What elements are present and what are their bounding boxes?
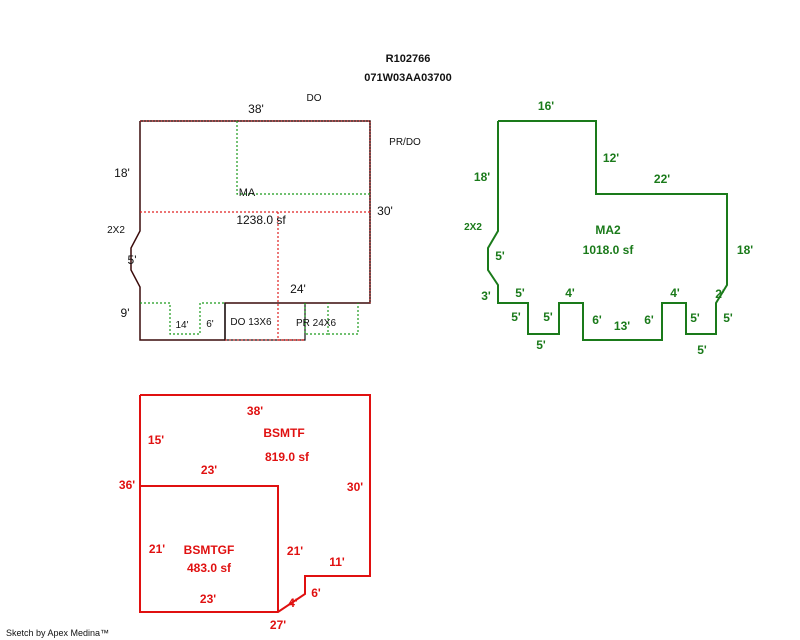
bsmt-label-21a: 21' bbox=[149, 542, 165, 556]
bsmt-sketch: 38' 15' BSMTF 819.0 sf 23' 36' 30' 21' B… bbox=[119, 394, 371, 632]
ma-pr-green-2 bbox=[328, 303, 359, 335]
ma2-sketch: 16' 12' 22' 18' 18' 2X2 5' 3' MA2 1018.0… bbox=[464, 99, 753, 357]
ma2-label-b5g: 5' bbox=[697, 343, 707, 357]
ma2-label-12: 12' bbox=[603, 151, 619, 165]
ma-label-6: 6' bbox=[206, 319, 214, 330]
ma-green-dotted-upper bbox=[236, 121, 370, 195]
ma2-label-right18: 18' bbox=[737, 243, 753, 257]
ma-name: MA bbox=[239, 187, 256, 199]
ma2-label-b5e: 5' bbox=[690, 311, 700, 325]
bsmt-label-11: 11' bbox=[329, 555, 345, 569]
bsmtgf-name: BSMTGF bbox=[184, 543, 235, 557]
ma2-label-b6b: 6' bbox=[644, 313, 654, 327]
ma-label-right30: 30' bbox=[377, 204, 393, 218]
ma2-label-3: 3' bbox=[481, 289, 491, 303]
ma2-label-b5f: 5' bbox=[723, 311, 733, 325]
ma2-label-left18: 18' bbox=[474, 170, 490, 184]
ma-outline-dotted bbox=[140, 120, 371, 303]
ma-outline bbox=[130, 120, 371, 341]
bsmt-label-15: 15' bbox=[148, 433, 164, 447]
ma2-label-b4b: 4' bbox=[670, 286, 680, 300]
ma-label-left18: 18' bbox=[114, 166, 130, 180]
ma2-label-5l: 5' bbox=[495, 249, 505, 263]
ma-pr-green bbox=[304, 303, 329, 335]
bsmtf-name: BSMTF bbox=[263, 426, 304, 440]
bsmt-label-top38: 38' bbox=[247, 404, 263, 418]
bsmtgf-outline bbox=[140, 485, 279, 612]
ma-label-nine: 9' bbox=[121, 306, 130, 320]
ma-area: 1238.0 sf bbox=[236, 213, 286, 227]
ma-label-bay: 2X2 bbox=[107, 225, 125, 236]
ma2-label-b5a: 5' bbox=[515, 286, 525, 300]
ma-label-pr-dims: PR 24X6 bbox=[296, 318, 336, 329]
ma2-label-b5c: 5' bbox=[543, 310, 553, 324]
ma2-label-bay: 2X2 bbox=[464, 222, 482, 233]
ma-sketch: 38' DO PR/DO 18' 30' 2X2 5' 9' MA 1238.0… bbox=[107, 93, 421, 341]
bsmt-label-30: 30' bbox=[347, 480, 363, 494]
ma2-label-b4a: 4' bbox=[565, 286, 575, 300]
ma2-label-b5d: 5' bbox=[536, 338, 546, 352]
bsmtf-outline bbox=[139, 394, 371, 613]
ma2-area: 1018.0 sf bbox=[583, 243, 635, 257]
bsmt-label-21b: 21' bbox=[287, 544, 303, 558]
bsmt-label-4: 4' bbox=[288, 596, 298, 610]
ma2-name: MA2 bbox=[595, 223, 621, 237]
ma-label-do-top: DO bbox=[307, 93, 322, 104]
ma-label-24: 24' bbox=[290, 282, 306, 296]
bsmt-label-36: 36' bbox=[119, 478, 135, 492]
ma2-label-22: 22' bbox=[654, 172, 670, 186]
bsmt-label-23b: 23' bbox=[200, 592, 216, 606]
ma-label-14: 14' bbox=[175, 320, 188, 331]
ma2-label-b6a: 6' bbox=[592, 313, 602, 327]
ma-do-notch bbox=[140, 302, 225, 335]
ma-label-top: 38' bbox=[248, 102, 264, 116]
parcel-id: 071W03AA03700 bbox=[364, 72, 451, 84]
ma2-label-b2: 2' bbox=[715, 287, 725, 301]
ma-label-pr-do: PR/DO bbox=[389, 137, 421, 148]
footer-credit: Sketch by Apex Medina™ bbox=[6, 628, 109, 638]
ma-label-do-dims: DO 13X6 bbox=[230, 317, 272, 328]
ma-label-five: 5' bbox=[128, 253, 137, 267]
ma2-label-b5b: 5' bbox=[511, 310, 521, 324]
bsmtgf-area: 483.0 sf bbox=[187, 561, 232, 575]
bsmt-label-27: 27' bbox=[270, 618, 286, 632]
ma2-outline bbox=[487, 120, 728, 341]
ma2-label-b13: 13' bbox=[614, 319, 630, 333]
bsmt-label-23a: 23' bbox=[201, 463, 217, 477]
bsmtf-area: 819.0 sf bbox=[265, 450, 310, 464]
record-id: R102766 bbox=[386, 53, 431, 65]
bsmt-label-6: 6' bbox=[311, 586, 321, 600]
ma2-label-top16: 16' bbox=[538, 99, 554, 113]
